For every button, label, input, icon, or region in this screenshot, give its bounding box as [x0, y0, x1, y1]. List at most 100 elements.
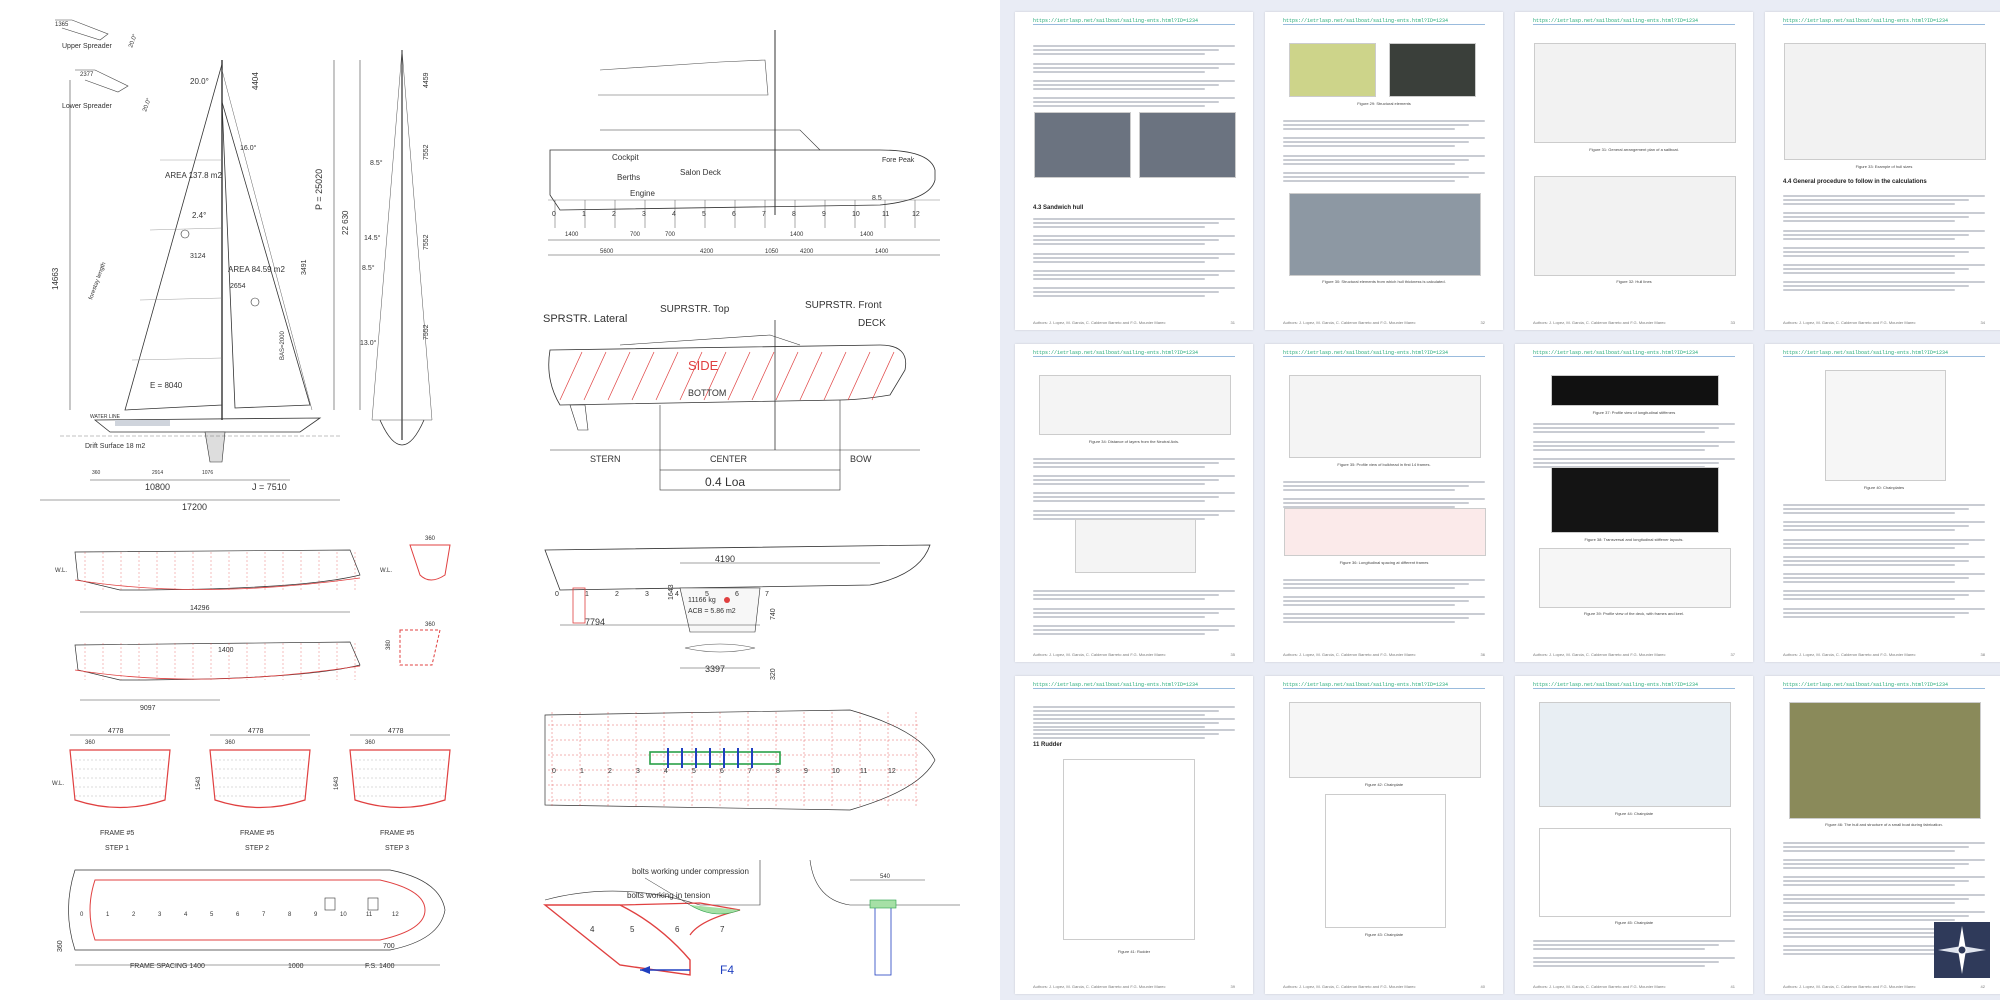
deck-station: 7 — [748, 768, 752, 775]
page-header-url[interactable]: https://ietrlasp.net/sailboat/sailing-en… — [1033, 18, 1199, 24]
frame-dim-360: 360 — [365, 740, 376, 746]
page-header-rule — [1783, 24, 1985, 25]
zone-side-label: SIDE — [688, 358, 719, 373]
page-header-rule — [1283, 356, 1485, 357]
keel-drawing: 4190 11166 kg ACB = 5.86 m2 7794 1643 74… — [544, 544, 931, 680]
document-page[interactable]: https://ietrlasp.net/sailboat/sailing-en… — [1765, 12, 2000, 330]
text-block — [1033, 233, 1235, 247]
page-header-url[interactable]: https://ietrlasp.net/sailboat/sailing-en… — [1283, 682, 1449, 688]
document-page[interactable]: https://ietrlasp.net/sailboat/sailing-en… — [1015, 12, 1253, 330]
page-header-url[interactable]: https://ietrlasp.net/sailboat/sailing-en… — [1533, 18, 1699, 24]
text-block — [1033, 588, 1235, 602]
dim-3124: 3124 — [190, 253, 206, 260]
profile-total: 4200 — [800, 249, 814, 255]
page-header-url[interactable]: https://ietrlasp.net/sailboat/sailing-en… — [1033, 682, 1199, 688]
profile-station: 11 — [882, 211, 889, 218]
page-header-url[interactable]: https://ietrlasp.net/sailboat/sailing-en… — [1783, 350, 1949, 356]
bolts-compression: bolts working under compression — [632, 867, 749, 876]
document-page[interactable]: https://ietrlasp.net/sailboat/sailing-en… — [1515, 676, 1753, 994]
figure-image — [1062, 759, 1196, 940]
hull-dim-14296: 14296 — [190, 605, 210, 612]
page-header-url[interactable]: https://ietrlasp.net/sailboat/sailing-en… — [1533, 682, 1699, 688]
document-page[interactable]: https://ietrlasp.net/sailboat/sailing-en… — [1015, 676, 1253, 994]
page-header-rule — [1533, 688, 1735, 689]
step-label: STEP 2 — [245, 845, 269, 852]
figure-image — [1538, 701, 1732, 808]
dim-360-deck: 360 — [57, 940, 64, 952]
profile-station: 8 — [792, 211, 796, 218]
deck-station: 12 — [888, 768, 896, 775]
frame-side-dim: 1643 — [334, 776, 340, 790]
document-page[interactable]: https://ietrlasp.net/sailboat/sailing-en… — [1265, 676, 1503, 994]
text-block — [1033, 43, 1235, 57]
profile-total: 1400 — [875, 249, 889, 255]
zone-top-label: SUPRSTR. Top — [660, 304, 730, 315]
hull-dim-1400: 1400 — [218, 647, 234, 654]
page-header-rule — [1283, 24, 1485, 25]
document-page[interactable]: https://ietrlasp.net/sailboat/sailing-en… — [1265, 344, 1503, 662]
deckplan-station: 11 — [366, 912, 373, 918]
document-page[interactable]: https://ietrlasp.net/sailboat/sailing-en… — [1515, 12, 1753, 330]
document-page[interactable]: https://ietrlasp.net/sailboat/sailing-en… — [1515, 344, 1753, 662]
fore-peak-label: Fore Peak — [882, 157, 915, 164]
frame-dim: 4778 — [248, 728, 264, 735]
text-block — [1033, 606, 1235, 620]
page-header-url[interactable]: https://ietrlasp.net/sailboat/sailing-en… — [1283, 18, 1449, 24]
page-footer: Authors: J. Lopez, M. Garcia, C. Caldero… — [1533, 652, 1666, 657]
deck-station: 4 — [664, 768, 668, 775]
page-header-url[interactable]: https://ietrlasp.net/sailboat/sailing-en… — [1783, 18, 1949, 24]
text-block — [1283, 611, 1485, 625]
figure-image — [1138, 112, 1236, 178]
page-footer: Authors: J. Lopez, M. Garcia, C. Caldero… — [1033, 984, 1166, 989]
section-heading: 4.4 General procedure to follow in the c… — [1783, 178, 1927, 185]
dim-3491: 3491 — [301, 259, 308, 275]
page-footer: Authors: J. Lopez, M. Garcia, C. Caldero… — [1783, 984, 1916, 989]
keel-station: 4 — [675, 591, 679, 598]
page-number: 31 — [1230, 320, 1235, 325]
document-page[interactable]: https://ietrlasp.net/sailboat/sailing-en… — [1765, 344, 2000, 662]
figure-caption: Figure 39: Profile view of the deck, wit… — [1583, 611, 1685, 617]
figure-image — [1038, 375, 1232, 435]
text-block — [1533, 456, 1735, 470]
text-block — [1283, 577, 1485, 591]
page-header-url[interactable]: https://ietrlasp.net/sailboat/sailing-en… — [1033, 350, 1199, 356]
text-block — [1783, 210, 1985, 224]
dim-17200: 17200 — [182, 502, 207, 512]
keel-dim-7794: 7794 — [585, 617, 605, 627]
figure-caption: Figure 36: Longitudinal spacing at diffe… — [1339, 559, 1429, 565]
figure-image — [1324, 793, 1446, 929]
figure-caption: Figure 35: Profile view of bulkhead in f… — [1337, 461, 1431, 467]
frame-label: FRAME #5 — [240, 830, 274, 837]
deckplan-station: 9 — [314, 912, 318, 918]
page-header-url[interactable]: https://ietrlasp.net/sailboat/sailing-en… — [1783, 682, 1949, 688]
frame-dim-360: 360 — [85, 740, 96, 746]
profile-total: 5600 — [600, 249, 614, 255]
keel-dim-1643: 1643 — [668, 584, 675, 600]
document-page[interactable]: https://ietrlasp.net/sailboat/sailing-en… — [1265, 12, 1503, 330]
keel-station: 2 — [615, 591, 619, 598]
figure-caption: Figure 32: Hull lines — [1616, 279, 1652, 285]
hull-dim-360: 360 — [425, 536, 436, 542]
dim-j: J = 7510 — [252, 482, 287, 492]
figure-caption: Figure 37: Profile view of longitudinal … — [1592, 409, 1676, 415]
figure-image — [1824, 369, 1946, 481]
page-number: 37 — [1730, 652, 1735, 657]
text-block — [1033, 456, 1235, 470]
spreader-dim-lower: 2377 — [80, 72, 94, 78]
area-main: AREA 137.8 m2 — [165, 171, 222, 180]
page-header-url[interactable]: https://ietrlasp.net/sailboat/sailing-en… — [1283, 350, 1449, 356]
page-header-url[interactable]: https://ietrlasp.net/sailboat/sailing-en… — [1533, 350, 1699, 356]
dim-bas: BAS=2000 — [280, 330, 286, 360]
frame-dim: 4778 — [108, 728, 124, 735]
text-block — [1283, 479, 1485, 493]
figure-image — [1288, 193, 1482, 276]
page-header-rule — [1783, 688, 1985, 689]
document-page[interactable]: https://ietrlasp.net/sailboat/sailing-en… — [1015, 344, 1253, 662]
page-number: 41 — [1730, 984, 1735, 989]
forestay-label: forestay length — [88, 262, 107, 301]
text-block — [1533, 955, 1735, 969]
zone-bow-label: BOW — [850, 454, 872, 464]
text-block — [1033, 216, 1235, 230]
